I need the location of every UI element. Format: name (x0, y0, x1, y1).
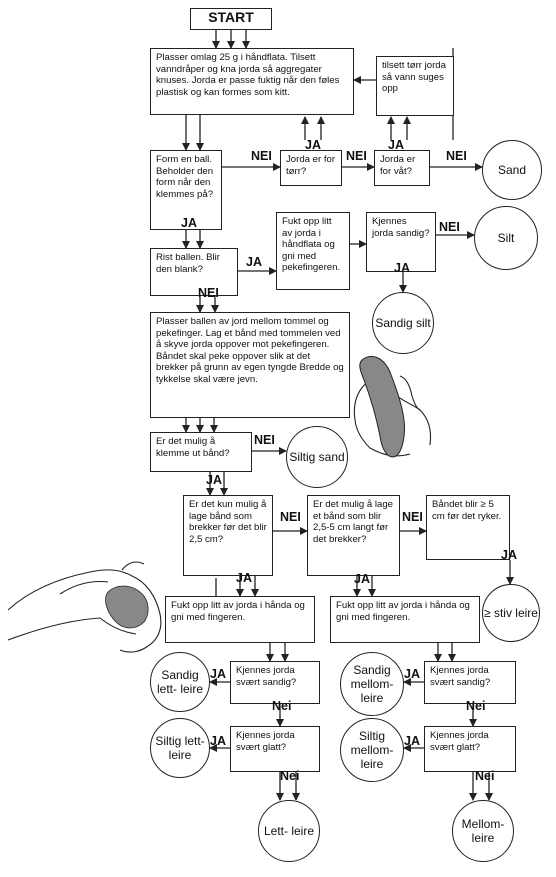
result-siltig-sand: Siltig sand (286, 426, 348, 488)
label-nei: NEI (446, 149, 467, 163)
box-for-vat: Jorda er for våt? (374, 150, 430, 186)
result-sandig-mellomleire: Sandig mellom- leire (340, 652, 404, 716)
result-stiv-leire: ≥ stiv leire (482, 584, 540, 642)
result-mellomleire: Mellom- leire (452, 800, 514, 862)
hand-illustration-lower (7, 561, 162, 653)
box-svaert-glatt-venstre: Kjennes jorda svært glatt? (230, 726, 320, 772)
label-ja: JA (501, 548, 517, 562)
label-ja: JA (210, 734, 226, 748)
label-ja: JA (246, 255, 262, 269)
result-lettleire: Lett- leire (258, 800, 320, 862)
start-terminal: START (190, 8, 272, 30)
label-nei: Nei (466, 699, 486, 713)
box-band-2-5-til-5: Er det mulig å lage et bånd som blir 2,5… (307, 495, 400, 576)
label-ja: JA (394, 261, 410, 275)
box-tilsett-torr-jord: tilsett tørr jorda så vann suges opp (376, 56, 454, 116)
label-nei: NEI (251, 149, 272, 163)
box-klemme-ut-band: Er det mulig å klemme ut bånd? (150, 432, 252, 472)
label-nei: NEI (346, 149, 367, 163)
result-siltig-mellomleire: Siltig mellom- leire (340, 718, 404, 782)
label-nei: Nei (475, 769, 495, 783)
label-nei: NEI (198, 286, 219, 300)
label-nei: NEI (254, 433, 275, 447)
result-silt: Silt (474, 206, 538, 270)
label-nei: NEI (402, 510, 423, 524)
box-band-over-5: Båndet blir ≥ 5 cm før det ryker. (426, 495, 510, 560)
label-nei: NEI (439, 220, 460, 234)
box-svaert-glatt-hoyre: Kjennes jorda svært glatt? (424, 726, 516, 772)
label-ja: JA (236, 571, 252, 585)
result-siltig-lettleire: Siltig lett- leire (150, 718, 210, 778)
label-nei: NEI (280, 510, 301, 524)
box-for-torr: Jorda er for tørr? (280, 150, 342, 186)
label-ja: JA (305, 138, 321, 152)
box-fukt-opp-venstre: Fukt opp litt av jorda i hånda og gni me… (165, 596, 315, 643)
label-ja: JA (210, 667, 226, 681)
result-sand: Sand (482, 140, 542, 200)
result-sandig-lettleire: Sandig lett- leire (150, 652, 210, 712)
label-ja: JA (404, 734, 420, 748)
label-ja: JA (181, 216, 197, 230)
label-ja: JA (206, 473, 222, 487)
box-svaert-sandig-venstre: Kjennes jorda svært sandig? (230, 661, 320, 704)
box-rist-ballen: Rist ballen. Blir den blank? (150, 248, 238, 296)
label-ja: JA (354, 572, 370, 586)
soil-ribbon-shape (359, 356, 405, 458)
box-kjennes-sandig: Kjennes jorda sandig? (366, 212, 436, 272)
box-fukt-opp-hoyre: Fukt opp litt av jorda i hånda og gni me… (330, 596, 480, 643)
box-form-ball: Form en ball. Beholder den form når den … (150, 150, 222, 230)
label-nei: Nei (272, 699, 292, 713)
label-ja: JA (388, 138, 404, 152)
label-ja: JA (404, 667, 420, 681)
box-fukt-opp-1: Fukt opp litt av jorda i håndflata og gn… (276, 212, 350, 290)
box-svaert-sandig-hoyre: Kjennes jorda svært sandig? (424, 661, 516, 704)
box-kun-mulig-band: Er det kun mulig å lage bånd som brekker… (183, 495, 273, 576)
box-plasser-ballen: Plasser ballen av jord mellom tommel og … (150, 312, 350, 418)
result-sandig-silt: Sandig silt (372, 292, 434, 354)
soil-smear-shape (105, 585, 149, 629)
box-plasser-jord: Plasser omlag 25 g i håndflata. Tilsett … (150, 48, 354, 115)
label-nei: Nei (280, 769, 300, 783)
